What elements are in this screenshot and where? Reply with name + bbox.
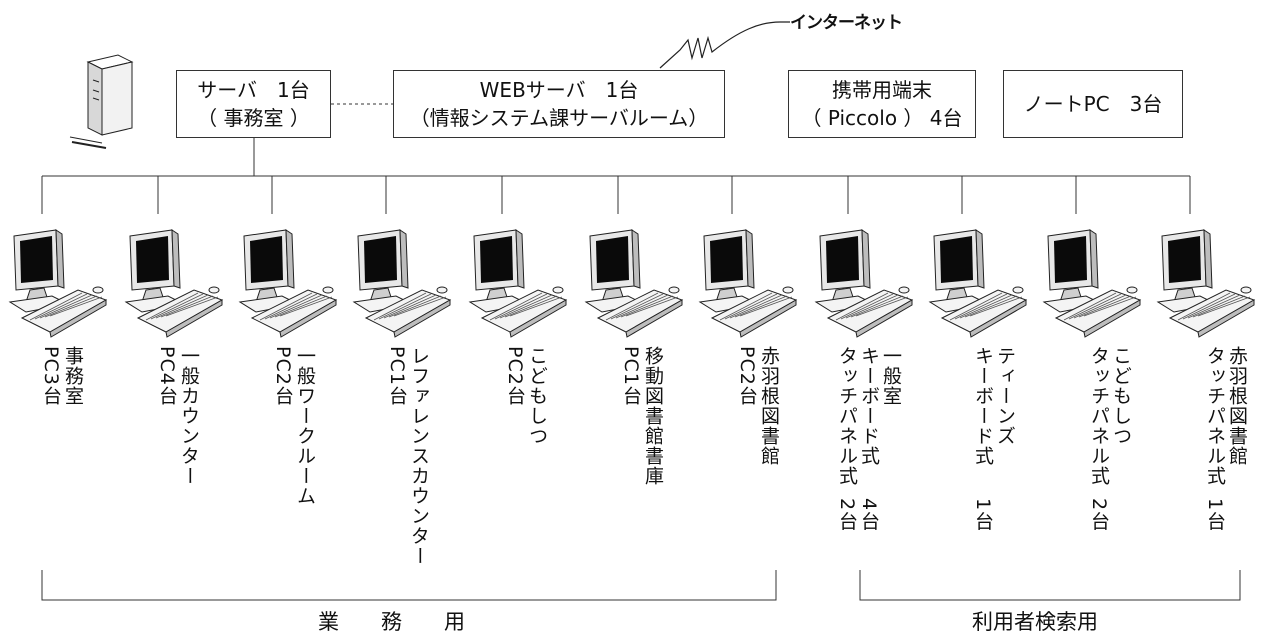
laptop-box: ノートPC 3台: [1003, 70, 1183, 138]
handheld-line1: 携帯用端末: [832, 78, 932, 102]
terminal-3-count: PC1台: [386, 346, 408, 406]
terminal-9-col1: こどもしつ: [1110, 346, 1132, 446]
pc-1-icon: [124, 229, 224, 338]
terminal-2-count: PC2台: [272, 346, 294, 406]
terminal-8-count: 1台: [972, 498, 994, 532]
laptop-line1: ノートPC 3台: [1023, 92, 1163, 116]
terminal-5-count: PC1台: [620, 346, 642, 406]
terminal-7-col3: タッチパネル式: [836, 346, 858, 486]
terminal-7-col2: キーボード式: [858, 346, 880, 466]
pc-9-icon: [1042, 229, 1142, 338]
terminal-9-col2: タッチパネル式: [1088, 346, 1110, 486]
terminal-1-count: PC4台: [156, 346, 178, 406]
web-server-box: WEBサーバ 1台 （情報システム課サーバルーム）: [393, 70, 725, 138]
pc-0-icon: [8, 229, 108, 338]
patron-search-group-label: 利用者検索用: [972, 610, 1098, 634]
pc-5-icon: [584, 229, 684, 338]
pc-4-icon: [468, 229, 568, 338]
business-group-label: 業 務 用: [318, 610, 465, 634]
terminal-7-count-b: 2台: [836, 498, 858, 532]
pc-3-icon: [352, 229, 452, 338]
terminal-10-col2: タッチパネル式: [1204, 346, 1226, 486]
pc-10-icon: [1156, 229, 1256, 338]
terminal-4-name: こどもしつ: [526, 346, 548, 446]
server-tower-icon: [69, 54, 134, 149]
pc-6-icon: [698, 229, 798, 338]
terminal-7-count-a: 4台: [858, 498, 880, 532]
handheld-box: 携帯用端末 （ Piccolo ） 4台: [788, 70, 976, 138]
terminal-2-name: 一般ワークルーム: [294, 346, 316, 506]
office-server-line2: （ 事務室 ）: [197, 106, 310, 130]
internet-label: インターネット: [790, 13, 903, 33]
pc-7-icon: [814, 229, 914, 338]
terminal-1-name: 一般カウンター: [178, 346, 200, 486]
office-server-line1: サーバ 1台: [197, 78, 310, 102]
terminal-5-name: 移動図書館書庫: [642, 346, 664, 486]
terminal-9-count: 2台: [1088, 498, 1110, 532]
terminal-8-col2: キーボード式: [972, 346, 994, 466]
terminal-4-count: PC2台: [504, 346, 526, 406]
terminal-10-count: 1台: [1204, 498, 1226, 532]
terminal-8-col1: ティーンズ: [994, 346, 1016, 446]
pc-8-icon: [928, 229, 1028, 338]
terminal-6-name: 赤羽根図書館: [758, 346, 780, 466]
terminal-3-name: レファレンスカウンター: [408, 346, 430, 566]
web-server-line2: （情報システム課サーバルーム）: [409, 106, 709, 130]
terminal-0-name: 事務室: [62, 346, 84, 406]
terminal-0-count: PC3台: [40, 346, 62, 406]
terminal-10-col1: 赤羽根図書館: [1226, 346, 1248, 466]
terminal-7-col1: 一般室: [880, 346, 902, 406]
web-server-line1: WEBサーバ 1台: [479, 78, 639, 102]
office-server-box: サーバ 1台 （ 事務室 ）: [176, 70, 331, 138]
handheld-line2: （ Piccolo ） 4台: [801, 106, 963, 130]
terminal-6-count: PC2台: [736, 346, 758, 406]
pc-2-icon: [238, 229, 338, 338]
